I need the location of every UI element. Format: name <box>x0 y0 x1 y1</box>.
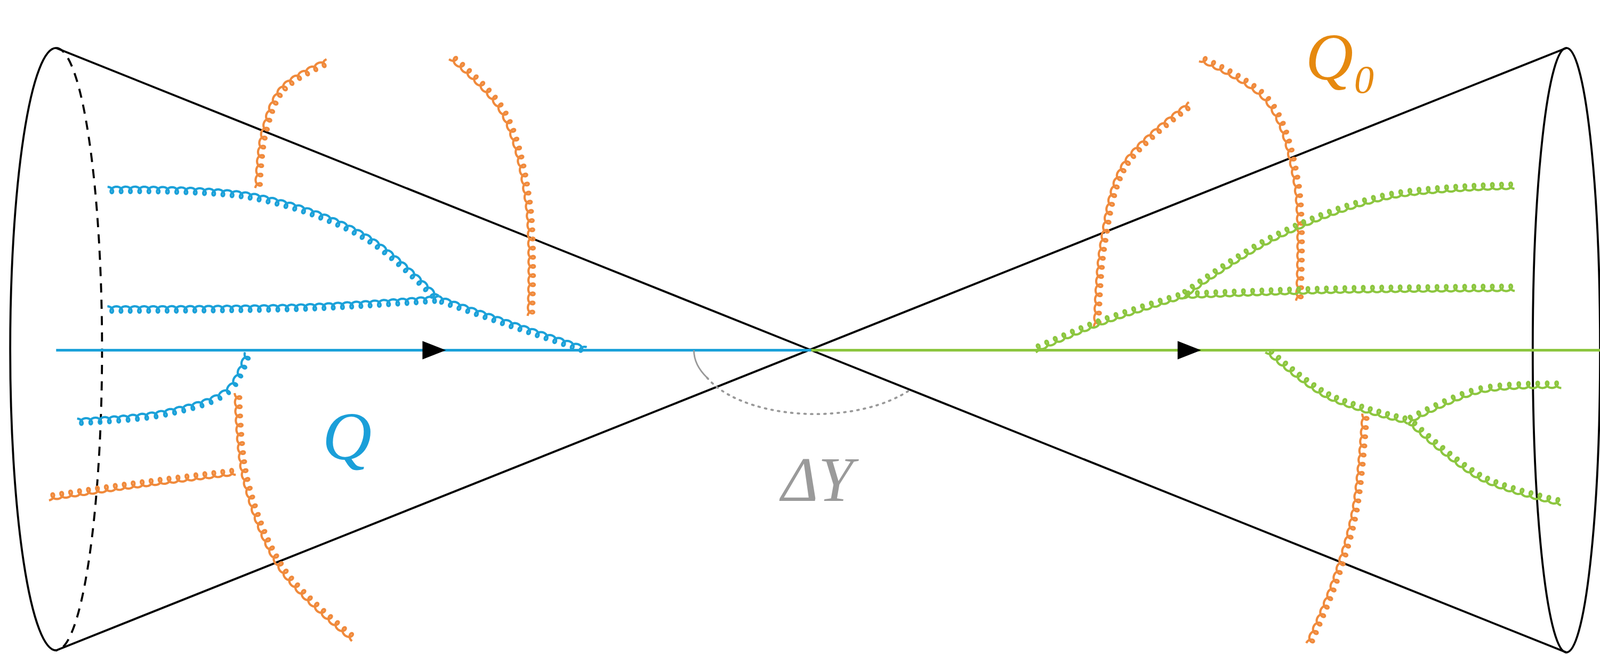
gluon-line <box>1094 101 1190 327</box>
quark-line <box>811 348 1600 352</box>
cone-rim <box>10 47 56 650</box>
gluon-line <box>1183 182 1515 299</box>
gluon-layer <box>49 57 1562 643</box>
gluon-line <box>448 57 535 316</box>
arrow-head <box>1177 340 1202 359</box>
gluon-line <box>1408 381 1562 424</box>
gluon-line <box>1183 284 1515 299</box>
gluon-line <box>438 295 587 352</box>
gluon-line <box>1265 349 1408 424</box>
gluon-line <box>1199 57 1304 301</box>
gap-arc-dotted <box>706 377 908 414</box>
gluon-line <box>107 186 439 298</box>
arrow-head <box>422 340 446 359</box>
gluon-line <box>77 351 250 425</box>
gap-arc <box>694 350 708 379</box>
gluon-line <box>1408 421 1562 505</box>
gluon-line <box>49 468 236 501</box>
gluon-line <box>107 295 439 313</box>
gluon-line <box>1306 413 1369 643</box>
scale-label: Q₀ <box>1305 24 1377 91</box>
illustration-group <box>10 47 1600 653</box>
gap-label: ΔY <box>781 448 854 512</box>
scale-label: Q <box>322 401 372 471</box>
gluon-line <box>255 59 327 188</box>
gluon-line <box>1035 293 1184 352</box>
